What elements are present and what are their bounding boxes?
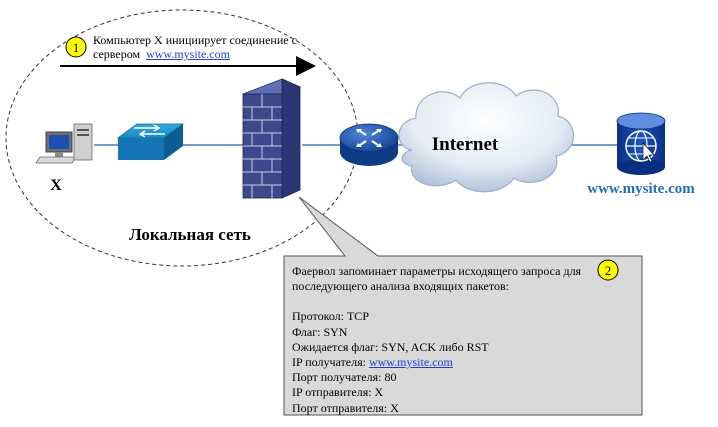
cloud-icon (398, 82, 575, 193)
callout-dst-ip: IP получателя: www.mysite.com (292, 355, 622, 370)
callout-line1: Фаервол запоминает параметры исходящего … (292, 264, 582, 278)
step1-line2: сервером www.mysite.com (93, 47, 297, 61)
step2-badge: 2 (597, 259, 619, 281)
firewall-callout-text: Фаервол запоминает параметры исходящего … (292, 264, 622, 416)
callout-src-ip: IP отправителя: X (292, 385, 384, 400)
server-globe-icon (616, 112, 666, 175)
step1-line2-prefix: сервером (93, 47, 141, 61)
step2-number: 2 (605, 263, 612, 278)
callout-flag: Флаг: SYN (292, 324, 348, 339)
computer-label: X (50, 177, 62, 194)
firewall-icon (241, 78, 302, 199)
step1-number: 1 (73, 40, 80, 55)
callout-expected-flag: Ожидается флаг: SYN, ACK либо RST (292, 339, 489, 354)
callout-dst-ip-prefix: IP получателя: (292, 355, 366, 370)
step1-site-link[interactable]: www.mysite.com (146, 47, 230, 61)
internet-label: Internet (432, 134, 499, 155)
step1-line1: Компьютер X инициирует соединение с (93, 33, 297, 47)
callout-line2: последующего анализа входящих пакетов: (292, 279, 509, 294)
computer-icon (35, 123, 93, 164)
callout-src-port: Порт отправителя: X (292, 400, 399, 415)
callout-protocol: Протокол: TCP (292, 309, 369, 324)
callout-dst-ip-link[interactable]: www.mysite.com (368, 355, 453, 370)
firewall-callout (283, 196, 643, 416)
router-icon (339, 123, 399, 166)
step1-badge: 1 (65, 36, 87, 58)
switch-icon (116, 123, 185, 160)
step1-note: Компьютер X инициирует соединение с серв… (93, 33, 297, 61)
callout-dst-port: Порт получателя: 80 (292, 370, 397, 385)
server-site-label: www.mysite.com (587, 181, 695, 197)
lan-label: Локальная сеть (129, 225, 251, 244)
